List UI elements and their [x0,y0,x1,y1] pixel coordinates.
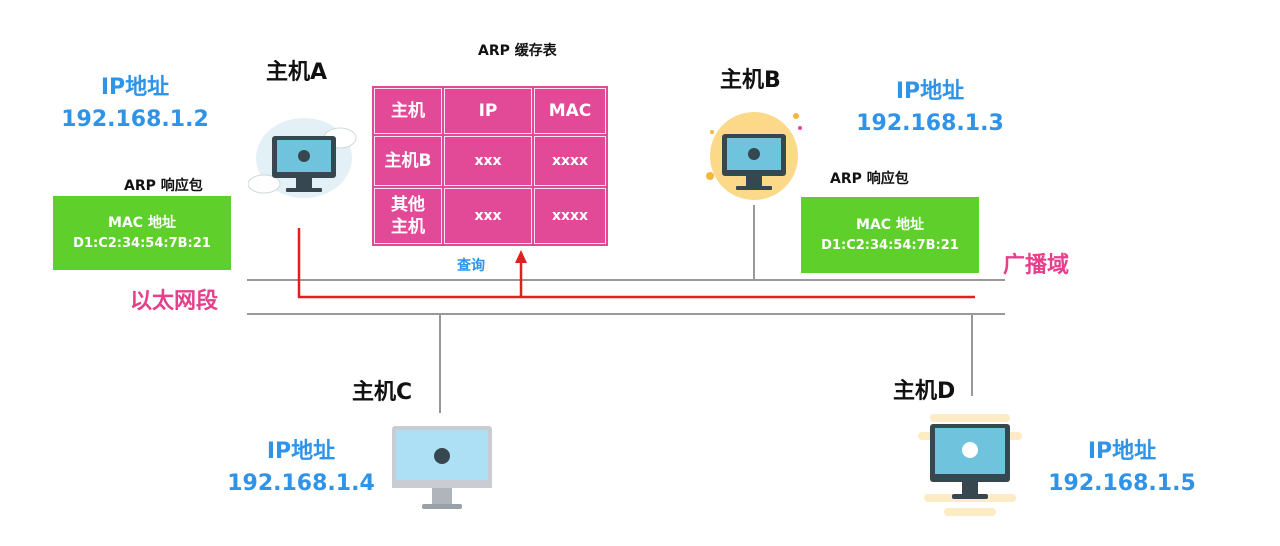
computer-monitor-icon [918,414,1022,516]
arp-header-host: 主机 [374,88,442,134]
host-c-ip-block: IP地址 192.168.1.4 [226,436,376,500]
host-d-ip-value: 192.168.1.5 [1048,471,1196,496]
host-c-name: 主机C [352,380,413,405]
arp-row2-host: 其他 主机 [374,188,442,244]
arp-header-ip: IP [444,88,532,134]
arp-request-path [297,228,975,299]
query-arrow-head [515,250,527,263]
host-a-ip-label: IP地址 [100,75,170,100]
host-b-mac-value: D1:C2:34:54:7B:21 [821,238,959,253]
query-label: 查询 [457,258,485,274]
imac-icon [392,426,492,509]
arp-row1-ip: xxx [444,136,532,186]
host-a-response-box: MAC 地址 D1:C2:34:54:7B:21 [53,196,231,270]
arp-row2-mac: xxxx [534,188,606,244]
host-d-ip-label: IP地址 [1087,439,1157,464]
host-b-mac-label: MAC 地址 [856,217,924,233]
host-a-mac-label: MAC 地址 [108,215,176,231]
arp-row1-host: 主机B [374,136,442,186]
arp-table-title: ARP 缓存表 [478,43,557,59]
computer-cloud-icon [248,118,357,198]
host-c-ip-value: 192.168.1.4 [227,471,375,496]
host-b-name: 主机B [720,68,781,93]
host-c-ip-label: IP地址 [266,439,336,464]
host-d-ip-block: IP地址 192.168.1.5 [1044,436,1200,500]
ethernet-segment-label: 以太网段 [130,289,219,314]
host-b-response-box: MAC 地址 D1:C2:34:54:7B:21 [801,197,979,273]
arp-header-mac: MAC [534,88,606,134]
host-a-name: 主机A [266,60,328,85]
host-a-response-caption: ARP 响应包 [124,178,203,194]
arp-row1-mac: xxxx [534,136,606,186]
host-a-ip-value: 192.168.1.2 [61,107,209,132]
host-a-mac-value: D1:C2:34:54:7B:21 [73,236,211,251]
broadcast-domain-label: 广播域 [1003,253,1070,278]
arp-cache-table: 主机 IP MAC 主机B xxx xxxx 其他 主机 xxx xxxx [372,86,608,246]
host-b-response-caption: ARP 响应包 [830,171,909,187]
host-d-name: 主机D [893,379,956,404]
host-b-ip-value: 192.168.1.3 [856,111,1004,136]
host-b-ip-label: IP地址 [895,79,965,104]
computer-sun-icon [706,112,802,200]
host-a-ip-block: IP地址 192.168.1.2 [60,72,210,136]
arp-row2-ip: xxx [444,188,532,244]
host-b-ip-block: IP地址 192.168.1.3 [852,76,1008,140]
